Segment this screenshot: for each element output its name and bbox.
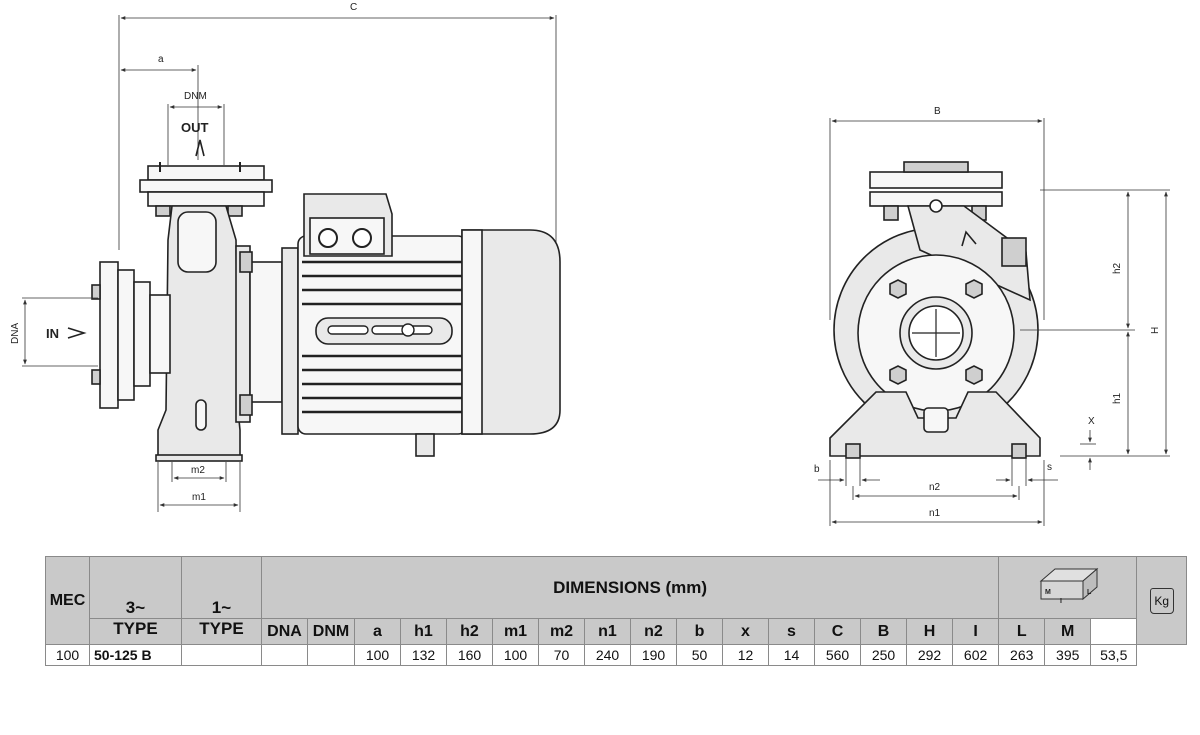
table-row: 100 50-125 B 100 132 160 100 70 240 190 … bbox=[45, 644, 1187, 666]
col-h1: h1 bbox=[400, 618, 447, 645]
packing-label-I: I bbox=[1060, 598, 1062, 605]
cell-B: 250 bbox=[860, 644, 907, 666]
cell-type-1 bbox=[181, 644, 262, 666]
col-H: H bbox=[906, 618, 953, 645]
col-x: x bbox=[722, 618, 769, 645]
label-X: X bbox=[1088, 416, 1095, 427]
label-a: a bbox=[158, 54, 164, 65]
cell-h1: 132 bbox=[400, 644, 447, 666]
in-arrow-icon bbox=[67, 327, 87, 339]
motor-cooling-fins bbox=[302, 260, 462, 414]
flow-direction-arrow-icon bbox=[961, 230, 977, 247]
label-b: b bbox=[814, 464, 820, 475]
packing-box-icon: M I L bbox=[1039, 567, 1099, 605]
cell-n1: 240 bbox=[584, 644, 631, 666]
col-n2: n2 bbox=[630, 618, 677, 645]
cell-C: 560 bbox=[814, 644, 861, 666]
pump-side-view: C a DNM OUT DNA bbox=[10, 2, 561, 512]
cell-mec: 100 bbox=[45, 644, 90, 666]
packing-label-M: M bbox=[1045, 589, 1051, 596]
header-weight: Kg bbox=[1136, 556, 1188, 645]
cell-type-3: 50-125 B bbox=[89, 644, 182, 666]
pump-front-view: B h2 h1 H bbox=[814, 106, 1170, 526]
col-m2: m2 bbox=[538, 618, 585, 645]
col-s: s bbox=[768, 618, 815, 645]
header-mec: MEC bbox=[45, 556, 90, 645]
cell-weight: 53,5 bbox=[1090, 644, 1138, 666]
dimensions-table: MEC 3~ 1~ DIMENSIONS (mm) M I L Kg TYPE … bbox=[45, 556, 1188, 666]
col-n1: n1 bbox=[584, 618, 631, 645]
cell-m2: 70 bbox=[538, 644, 585, 666]
col-m1: m1 bbox=[492, 618, 539, 645]
cell-m1: 100 bbox=[492, 644, 539, 666]
col-M: M bbox=[1044, 618, 1092, 645]
header-type-3: TYPE bbox=[89, 618, 182, 645]
header-type-1: TYPE bbox=[181, 618, 262, 645]
cell-h2: 160 bbox=[446, 644, 493, 666]
packing-label-L: L bbox=[1087, 589, 1092, 596]
label-B: B bbox=[934, 106, 941, 117]
col-I: I bbox=[951, 618, 1000, 645]
label-n1: n1 bbox=[929, 508, 941, 519]
label-m2: m2 bbox=[191, 465, 205, 476]
cell-L: 263 bbox=[998, 644, 1046, 666]
label-OUT: OUT bbox=[181, 120, 209, 135]
col-L: L bbox=[998, 618, 1046, 645]
col-dna: DNA bbox=[261, 618, 308, 645]
header-three-phase: 3~ bbox=[89, 556, 182, 619]
header-one-phase: 1~ bbox=[181, 556, 262, 619]
col-B: B bbox=[860, 618, 907, 645]
cell-M: 395 bbox=[1044, 644, 1092, 666]
col-h2: h2 bbox=[446, 618, 493, 645]
label-IN: IN bbox=[46, 326, 59, 341]
cell-b: 50 bbox=[676, 644, 723, 666]
label-n2: n2 bbox=[929, 482, 941, 493]
cell-a: 100 bbox=[354, 644, 401, 666]
cell-dna bbox=[261, 644, 308, 666]
cell-n2: 190 bbox=[630, 644, 677, 666]
label-m1: m1 bbox=[192, 492, 206, 503]
col-b: b bbox=[676, 618, 723, 645]
cell-H: 292 bbox=[906, 644, 953, 666]
weight-kg-icon: Kg bbox=[1149, 587, 1174, 614]
cell-x: 12 bbox=[722, 644, 769, 666]
col-a: a bbox=[354, 618, 401, 645]
col-dnm: DNM bbox=[307, 618, 355, 645]
col-C: C bbox=[814, 618, 861, 645]
label-h2: h2 bbox=[1112, 262, 1123, 274]
label-DNM: DNM bbox=[184, 91, 207, 102]
header-packing: M I L bbox=[998, 556, 1138, 619]
cell-s: 14 bbox=[768, 644, 815, 666]
out-arrow-icon bbox=[195, 139, 205, 157]
cell-dnm bbox=[307, 644, 355, 666]
pump-technical-drawing: C a DNM OUT DNA bbox=[10, 2, 1170, 526]
label-DNA: DNA bbox=[10, 323, 21, 344]
label-h1: h1 bbox=[1112, 392, 1123, 404]
label-H: H bbox=[1150, 327, 1161, 334]
header-dimensions: DIMENSIONS (mm) bbox=[260, 556, 1000, 619]
cell-I: 602 bbox=[951, 644, 1000, 666]
label-C: C bbox=[350, 2, 357, 13]
label-s: s bbox=[1047, 462, 1052, 473]
